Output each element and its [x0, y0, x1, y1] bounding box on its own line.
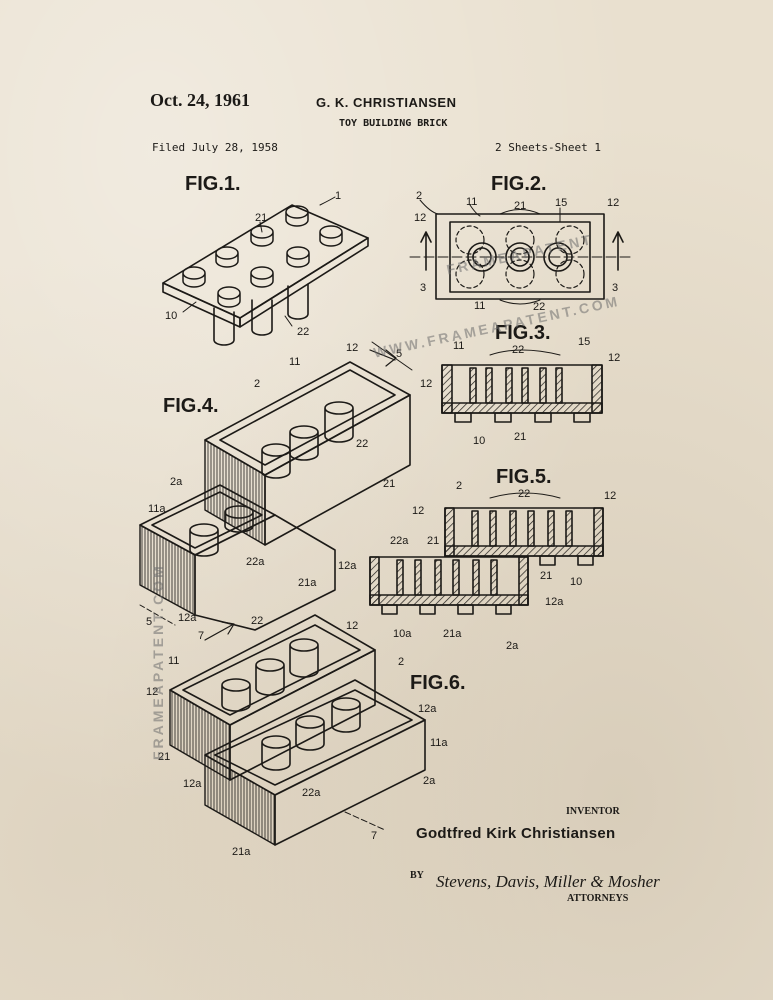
ref-numeral: 21 [158, 751, 171, 763]
sheet-count: 2 Sheets-Sheet 1 [495, 141, 601, 154]
ref-numeral: 1 [335, 190, 342, 202]
ref-numeral: 22a [302, 787, 321, 799]
ref-numeral: 22a [390, 535, 409, 547]
ref-numeral: 22 [518, 488, 531, 500]
ref-numeral: 15 [555, 197, 568, 209]
ref-numeral: 11 [453, 340, 465, 352]
ref-numeral: 2a [506, 640, 519, 652]
ref-numeral: 2a [423, 775, 436, 787]
attorneys-label: ATTORNEYS [567, 893, 629, 904]
ref-numeral: 3 [420, 282, 427, 294]
ref-numeral: 10a [393, 628, 412, 640]
ref-numeral: 2 [398, 656, 405, 668]
ref-numeral: 21a [232, 846, 251, 858]
ref-numeral: 12a [545, 596, 564, 608]
ref-numeral: 2 [456, 480, 463, 492]
ref-numeral: 5 [396, 348, 403, 360]
ref-numeral: 11a [430, 737, 448, 749]
ref-numeral: 12 [608, 352, 621, 364]
filed-date: Filed July 28, 1958 [152, 141, 278, 154]
by-label: BY [410, 870, 424, 881]
ref-numeral: 12a [338, 560, 357, 572]
ref-numeral: 10 [165, 310, 178, 322]
fig5-label: FIG.5. [496, 466, 552, 488]
fig6-label: FIG.6. [410, 672, 466, 694]
ref-numeral: 7 [371, 830, 378, 842]
ref-numeral: 5 [146, 616, 153, 628]
inventor-short-name: G. K. CHRISTIANSEN [316, 95, 457, 110]
ref-numeral: 22 [251, 615, 264, 627]
ref-numeral: 21 [255, 212, 268, 224]
inventor-name: Godtfred Kirk Christiansen [416, 825, 616, 842]
ref-numeral: 2a [170, 476, 183, 488]
ref-numeral: 11 [168, 655, 180, 667]
ref-numeral: 21 [514, 200, 527, 212]
ref-numeral: 12 [607, 197, 620, 209]
ref-numeral: 22a [246, 556, 265, 568]
ref-numeral: 2 [254, 378, 261, 390]
ref-numeral: 12a [178, 612, 197, 624]
ref-numeral: 12 [346, 620, 359, 632]
ref-numeral: 3 [612, 282, 619, 294]
fig4-label: FIG.4. [163, 395, 219, 417]
ref-numeral: 12a [418, 703, 437, 715]
ref-numeral: 12 [420, 378, 433, 390]
fig6-drawing [169, 614, 426, 846]
ref-numeral: 12 [412, 505, 425, 517]
ref-numeral: 7 [198, 630, 205, 642]
fig1-drawing [162, 196, 369, 346]
fig1-label: FIG.1. [185, 173, 241, 195]
ref-numeral: 11a [148, 503, 166, 515]
ref-numeral: 22 [297, 326, 310, 338]
ref-numeral: 21 [383, 478, 396, 490]
ref-numeral: 21 [427, 535, 440, 547]
ref-numeral: 21 [540, 570, 553, 582]
ref-numeral: 21a [298, 577, 317, 589]
patent-date: Oct. 24, 1961 [150, 90, 250, 110]
watermark-text: FRAMEAPATENT.COM [150, 563, 166, 760]
fig3-drawing [441, 349, 603, 423]
ref-numeral: 2 [416, 190, 423, 202]
inventor-label: INVENTOR [566, 806, 620, 817]
ref-numeral: 22 [356, 438, 369, 450]
ref-numeral: 12a [183, 778, 202, 790]
fig5-drawing [369, 492, 604, 615]
ref-numeral: 12 [414, 212, 427, 224]
ref-numeral: 12 [346, 342, 359, 354]
ref-numeral: 22 [533, 301, 546, 313]
ref-numeral: 22 [512, 344, 525, 356]
ref-numeral: 11 [474, 300, 486, 312]
ref-numeral: 21a [443, 628, 462, 640]
patent-title: TOY BUILDING BRICK [339, 118, 448, 129]
ref-numeral: 10 [473, 435, 486, 447]
fig2-drawing [409, 199, 631, 305]
fig3-label: FIG.3. [495, 322, 551, 344]
ref-numeral: 10 [570, 576, 583, 588]
fig2-label: FIG.2. [491, 173, 547, 195]
ref-numeral: 11 [289, 356, 301, 368]
attorneys-signature: Stevens, Davis, Miller & Mosher [436, 872, 660, 891]
fig4-drawing [139, 341, 413, 631]
ref-numeral: 15 [578, 336, 591, 348]
ref-numeral: 21 [514, 431, 527, 443]
ref-numeral: 12 [146, 686, 159, 698]
ref-numeral: 12 [604, 490, 617, 502]
ref-numeral: 11 [466, 196, 478, 208]
